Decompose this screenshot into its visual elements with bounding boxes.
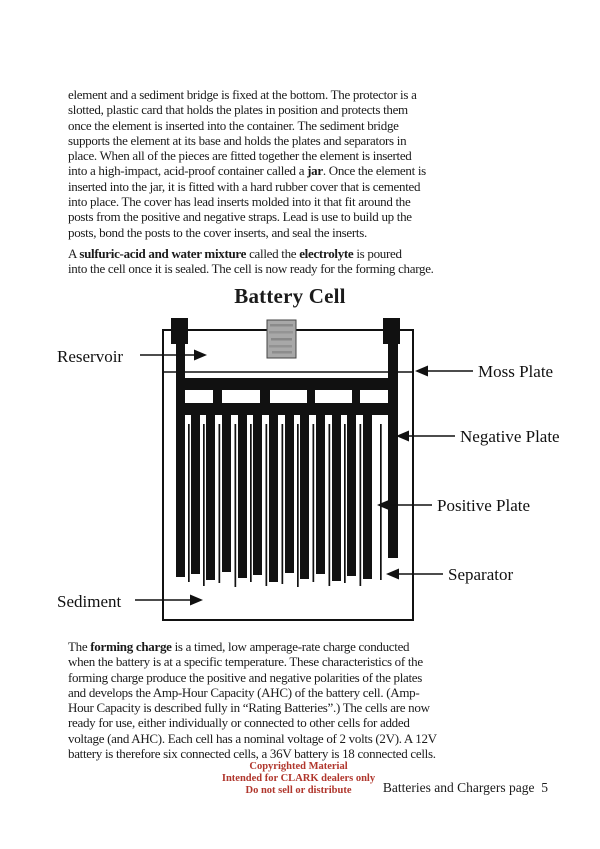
text-line: once the element is inserted into the co… xyxy=(68,117,399,133)
text-line: Intended for CLARK dealers only xyxy=(221,773,376,784)
battery-cell-diagram: Reservoir Sediment Moss Plate Negative P… xyxy=(57,318,560,621)
text-line: ready for use, either individually or co… xyxy=(68,715,410,731)
text-line: supports the element at its base and hol… xyxy=(68,132,407,148)
text-line: battery is therefore six connected cells… xyxy=(68,746,436,762)
text-line: posts from the positive and negative str… xyxy=(68,209,412,225)
vent-cap xyxy=(266,319,297,359)
text-line: inserted into the jar, it is fitted with… xyxy=(68,178,421,194)
text-line: into place. The cover has lead inserts m… xyxy=(68,194,411,210)
text-line: A sulfuric-acid and water mixture called… xyxy=(68,246,402,261)
right-strap-bar xyxy=(388,330,398,558)
text-line: place. When all of the pieces are fitted… xyxy=(68,148,412,164)
text-line: Do not sell or distribute xyxy=(245,785,352,796)
separator-arrow xyxy=(386,568,443,580)
text-line: slotted, plastic card that holds the pla… xyxy=(68,102,408,118)
paragraph-forming-charge: The forming charge is a timed, low amper… xyxy=(68,639,437,761)
label-moss-plate: Moss Plate xyxy=(478,362,553,381)
label-negative-plate: Negative Plate xyxy=(460,427,560,446)
label-positive-plate: Positive Plate xyxy=(437,496,530,515)
plate-straps xyxy=(176,378,398,415)
text-line: Hour Capacity is described fully in “Rat… xyxy=(68,700,430,716)
text-line: forming charge produce the positive and … xyxy=(68,669,423,685)
text-line: voltage (and AHC). Each cell has a nomin… xyxy=(68,730,437,746)
text-line: element and a sediment bridge is fixed a… xyxy=(68,87,417,102)
page-footer-label: Batteries and Chargers page 5 xyxy=(382,780,548,795)
text-line: when the battery is at a specific temper… xyxy=(68,654,423,670)
text-line: The forming charge is a timed, low amper… xyxy=(68,639,410,654)
text-line: and develops the Amp-Hour Capacity (AHC)… xyxy=(68,684,420,700)
diagram-title: Battery Cell xyxy=(234,284,346,308)
moss-plate-arrow xyxy=(415,365,473,377)
positive-plate-arrow xyxy=(377,499,432,511)
paragraph-element-assembly: element and a sediment bridge is fixed a… xyxy=(68,87,426,240)
reservoir-arrow xyxy=(140,349,207,361)
left-strap-bar xyxy=(176,330,185,577)
label-sediment: Sediment xyxy=(57,592,121,611)
paragraph-electrolyte: A sulfuric-acid and water mixture called… xyxy=(68,246,434,277)
negative-plate-arrow xyxy=(396,430,455,442)
battery-plates xyxy=(191,415,372,582)
sediment-arrow xyxy=(135,594,203,606)
text-line: Copyrighted Material xyxy=(249,761,348,772)
plate-separators xyxy=(188,424,382,587)
label-reservoir: Reservoir xyxy=(57,347,123,366)
text-line: into a high-impact, acid-proof container… xyxy=(68,163,426,179)
label-separator: Separator xyxy=(448,565,513,584)
text-line: posts, bond the posts to the cover inser… xyxy=(68,224,367,240)
text-line: into the cell once it is sealed. The cel… xyxy=(68,261,434,277)
